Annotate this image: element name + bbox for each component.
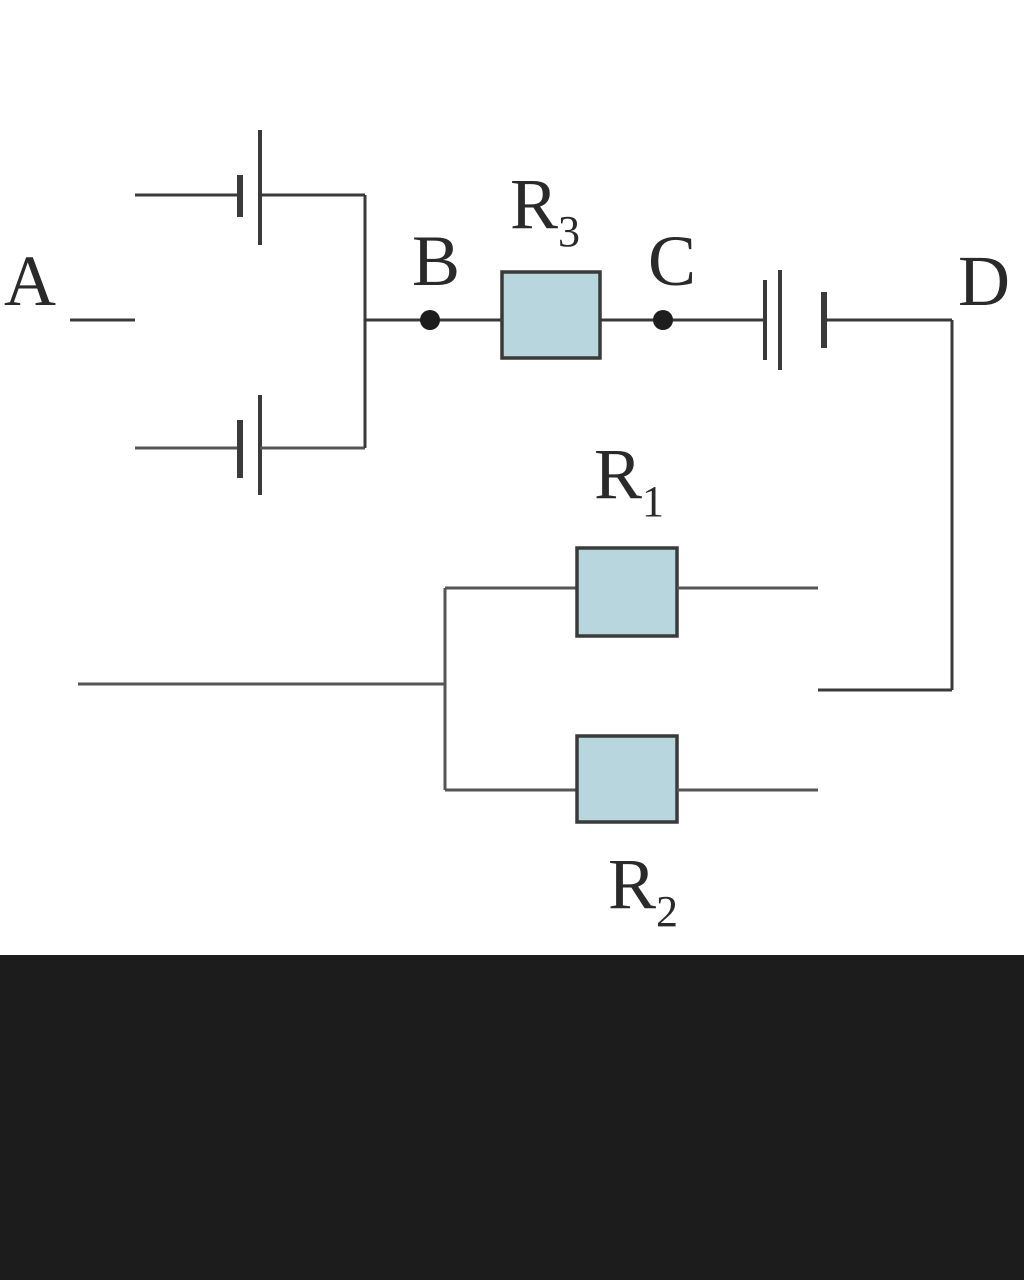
node-d-label: D bbox=[958, 241, 1010, 321]
r1-label: R1 bbox=[594, 434, 664, 526]
r2-label-subscript: 2 bbox=[656, 887, 678, 936]
battery-cd bbox=[763, 270, 827, 370]
circuit-diagram: A B C D R3 R1 R2 bbox=[4, 130, 1010, 936]
node-a-label: A bbox=[4, 241, 56, 321]
r2-label: R2 bbox=[608, 844, 678, 936]
r3-label: R3 bbox=[510, 164, 580, 256]
resistor-r1 bbox=[575, 546, 679, 638]
r1-label-subscript: 1 bbox=[642, 477, 664, 526]
r2-label-letter: R bbox=[608, 844, 656, 924]
r1-label-letter: R bbox=[594, 434, 642, 514]
resistor-r3 bbox=[500, 270, 602, 360]
node-c-dot bbox=[653, 310, 673, 330]
node-b-label: B bbox=[412, 221, 460, 301]
node-b-dot bbox=[420, 310, 440, 330]
battery-lower bbox=[135, 395, 365, 495]
resistor-r2 bbox=[575, 734, 679, 824]
r3-label-letter: R bbox=[510, 164, 558, 244]
node-c-label: C bbox=[648, 221, 696, 301]
r3-label-subscript: 3 bbox=[558, 207, 580, 256]
battery-upper bbox=[135, 130, 365, 245]
footer-dark-band bbox=[0, 955, 1024, 1280]
